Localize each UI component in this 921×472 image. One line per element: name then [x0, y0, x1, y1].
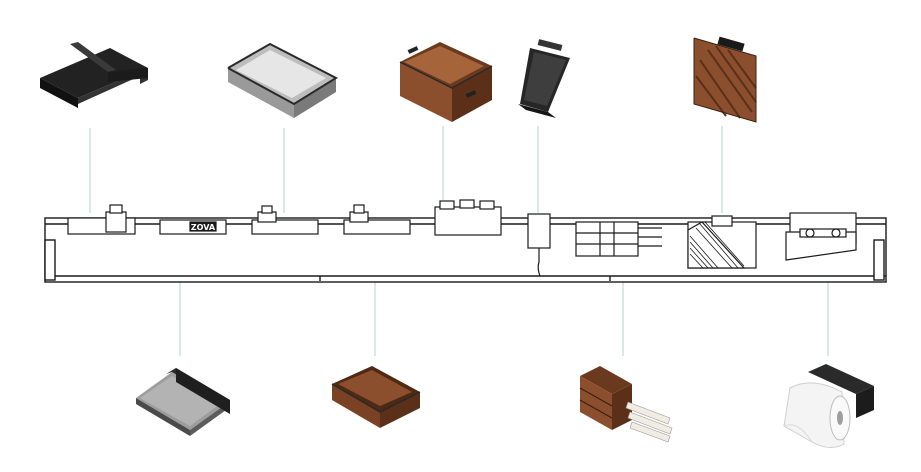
accessory-stainless-basin	[227, 42, 339, 118]
rail-logo-plate: ZOVA	[159, 219, 227, 235]
rail-knife-block	[575, 221, 662, 257]
rail-shelf-2	[251, 205, 319, 235]
rail-tablet	[527, 213, 551, 277]
accessory-tablet-stand	[518, 39, 570, 118]
accessory-wood-box	[399, 42, 493, 122]
rail-shelf-3	[343, 204, 411, 235]
rail-shelf-1	[67, 204, 136, 235]
accessory-knife-block	[579, 366, 673, 443]
accessory-perforated-shelf	[136, 368, 230, 436]
accessory-paper-towel	[783, 364, 874, 448]
rail-towel-holder	[785, 212, 857, 261]
accessory-wood-tray	[331, 366, 421, 428]
accessory-tray-shelf	[40, 42, 148, 108]
rail-cutting-board	[687, 215, 757, 269]
rail-logo-text: ZOVA	[191, 223, 216, 232]
rail-box	[434, 199, 502, 236]
accessory-cutting-board	[693, 36, 757, 123]
